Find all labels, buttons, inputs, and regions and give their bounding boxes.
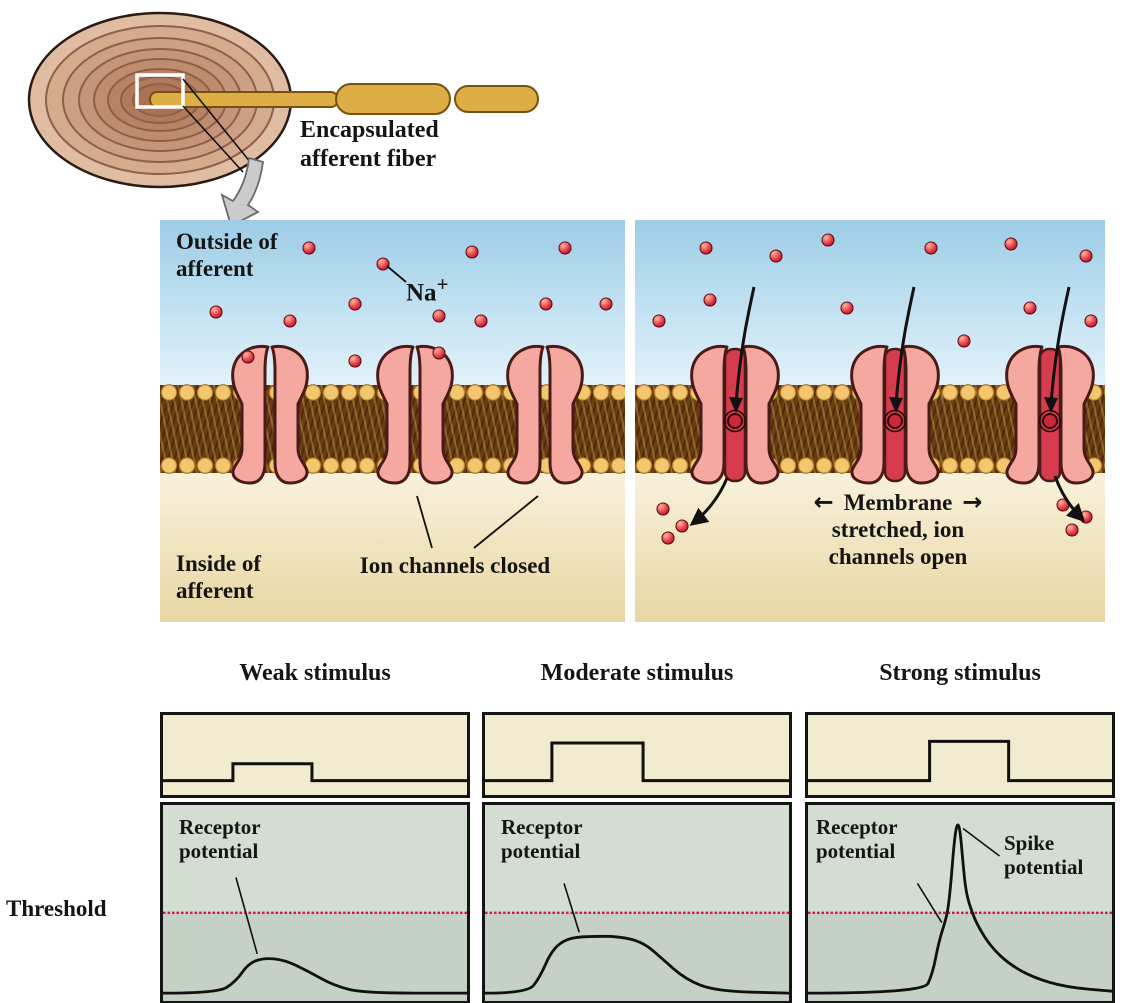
ion-entry-arrow bbox=[894, 286, 916, 404]
ion-entry-arrow bbox=[1049, 286, 1071, 404]
stimulus-pulse-trace bbox=[485, 743, 789, 781]
chart-column-moderate: Moderate stimulus Receptor potential bbox=[482, 660, 792, 1003]
pore-ion bbox=[1042, 413, 1058, 429]
ion-channel-open bbox=[850, 286, 940, 485]
stimulus-trace-box bbox=[482, 712, 792, 798]
membrane-panel-open: ← Membrane → stretched, ion channels ope… bbox=[635, 220, 1105, 622]
membrane-panel-closed: Outside of afferent Na+ Inside of affere… bbox=[160, 220, 625, 622]
sodium-symbol: Na bbox=[406, 279, 437, 307]
threshold-label: Threshold bbox=[6, 896, 107, 921]
ion-entry-arrow bbox=[734, 286, 756, 404]
chart-column-strong: Strong stimulus Receptor potential Spike… bbox=[805, 660, 1115, 1003]
stretched-caption-line3: channels open bbox=[828, 544, 968, 570]
leader-line bbox=[182, 105, 244, 173]
stimulus-title: Strong stimulus bbox=[879, 660, 1041, 686]
stretched-caption-line1: ← Membrane → bbox=[723, 488, 1073, 516]
annotation-pointer-line bbox=[564, 883, 579, 932]
stretched-caption-word: Membrane bbox=[843, 489, 953, 515]
response-trace-chart bbox=[163, 805, 467, 1001]
arrowhead bbox=[889, 397, 903, 413]
ion-channel-closed bbox=[376, 344, 454, 485]
leader-line bbox=[182, 78, 252, 164]
response-trace-box: Receptor potential bbox=[482, 802, 792, 1003]
ion-channel-closed bbox=[231, 344, 309, 485]
ion-channel-open bbox=[1005, 286, 1095, 485]
stretched-caption: ← Membrane → stretched, ion channels ope… bbox=[723, 488, 1073, 571]
zoom-region-marker bbox=[135, 73, 185, 109]
inside-label: Inside of afferent bbox=[176, 551, 261, 604]
stimulus-trace-chart bbox=[163, 715, 467, 795]
stimulus-title: Moderate stimulus bbox=[540, 660, 734, 686]
stimulus-trace-chart bbox=[808, 715, 1112, 795]
arrowhead bbox=[729, 397, 743, 413]
response-trace-chart bbox=[485, 805, 789, 1001]
stimulus-trace-chart bbox=[485, 715, 789, 795]
annotation-pointer-line bbox=[917, 883, 941, 922]
ion-channel-closed bbox=[506, 344, 584, 485]
pore-ion bbox=[887, 413, 903, 429]
pacinian-corpuscle-illustration bbox=[27, 11, 539, 228]
annotation-pointer-line bbox=[963, 829, 999, 856]
stimulus-trace-box bbox=[160, 712, 470, 798]
ion-channel-open bbox=[690, 286, 780, 485]
response-trace-chart bbox=[808, 805, 1112, 1001]
receptor-potential-label: Receptor potential bbox=[816, 815, 898, 864]
stretched-caption-line2: stretched, ion bbox=[831, 517, 965, 543]
response-curve bbox=[485, 936, 789, 993]
response-curve bbox=[163, 959, 467, 994]
sodium-label: Na+ bbox=[406, 272, 448, 308]
stimulus-pulse-trace bbox=[808, 741, 1112, 780]
response-trace-box: Receptor potential bbox=[160, 802, 470, 1003]
spike-potential-label: Spike potential bbox=[1004, 831, 1084, 880]
intracellular-region bbox=[160, 473, 625, 622]
receptor-potential-label: Receptor potential bbox=[179, 815, 261, 864]
response-trace-box: Receptor potential Spike potential bbox=[805, 802, 1115, 1003]
stimulus-trace-box bbox=[805, 712, 1115, 798]
right-arrow-icon: → bbox=[962, 488, 983, 516]
zoom-arrow bbox=[220, 156, 264, 228]
chart-column-weak: Weak stimulus Receptor potential bbox=[160, 660, 470, 1003]
annotation-pointer-line bbox=[236, 878, 257, 954]
sodium-charge: + bbox=[436, 272, 449, 296]
left-arrow-icon: ← bbox=[813, 488, 834, 516]
arrowhead bbox=[1044, 397, 1058, 413]
pore-ion bbox=[727, 413, 743, 429]
channels-closed-caption: Ion channels closed bbox=[359, 553, 551, 578]
stimulus-pulse-trace bbox=[163, 764, 467, 781]
receptor-potential-label: Receptor potential bbox=[501, 815, 583, 864]
stimulus-title: Weak stimulus bbox=[239, 660, 391, 686]
response-curve bbox=[808, 825, 1112, 993]
corpuscle-label: Encapsulated afferent fiber bbox=[300, 117, 439, 172]
outside-label: Outside of afferent bbox=[176, 229, 278, 282]
